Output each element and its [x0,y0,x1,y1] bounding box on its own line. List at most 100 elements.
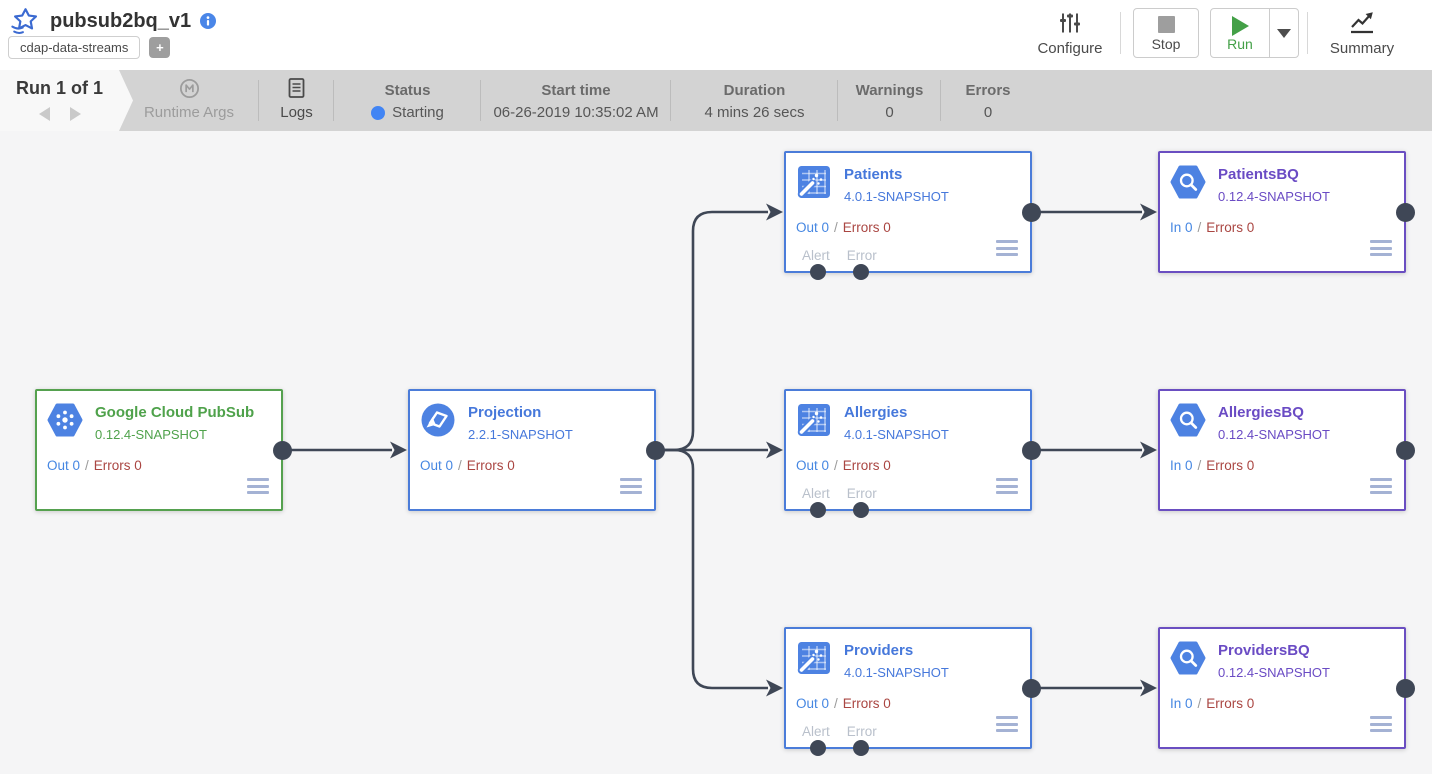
error-port[interactable] [853,502,869,518]
metric-separator: / [834,220,838,235]
runbar-divider [837,80,838,121]
metric-in[interactable]: In 0 [1170,696,1193,711]
port-labels: Alert Error [802,486,877,501]
configure-button[interactable]: Configure [1030,7,1110,59]
node-version: 4.0.1-SNAPSHOT [844,427,949,442]
hamburger-menu-icon[interactable] [620,478,642,494]
run-button-group: Run [1210,8,1299,58]
duration-section: Duration 4 mins 26 secs [672,70,837,131]
metric-errors[interactable]: Errors 0 [466,458,515,473]
brand-row: pubsub2bq_v1 [10,6,217,36]
metric-in[interactable]: In 0 [1170,458,1193,473]
metric-errors[interactable]: Errors 0 [842,220,891,235]
metric-out[interactable]: Out 0 [420,458,454,473]
stop-label: Stop [1151,36,1181,52]
warnings-value: 0 [885,104,894,121]
error-port-label: Error [846,248,877,263]
metric-out[interactable]: Out 0 [796,696,830,711]
runtime-args-button[interactable]: Runtime Args [133,70,245,131]
metric-out[interactable]: Out 0 [47,458,81,473]
metric-separator: / [85,458,89,473]
duration-label: Duration [723,82,786,99]
output-port[interactable] [1396,440,1415,460]
node-providers[interactable]: Providers 4.0.1-SNAPSHOT Out 0 / Errors … [784,627,1041,756]
node-patients[interactable]: Patients 4.0.1-SNAPSHOT Out 0 / Errors 0… [784,151,1041,280]
node-metrics: In 0 / Errors 0 [1170,696,1254,711]
node-allergiesbq[interactable]: AllergiesBQ 0.12.4-SNAPSHOT In 0 / Error… [1158,389,1415,511]
node-version: 0.12.4-SNAPSHOT [1218,665,1330,680]
node-version: 0.12.4-SNAPSHOT [95,427,207,442]
metric-errors[interactable]: Errors 0 [842,458,891,473]
hamburger-menu-icon[interactable] [996,478,1018,494]
error-port-label: Error [846,486,877,501]
metric-out[interactable]: Out 0 [796,458,830,473]
node-projection[interactable]: Projection 2.2.1-SNAPSHOT Out 0 / Errors… [408,389,665,511]
alert-port-label: Alert [802,724,830,739]
error-port-label: Error [846,724,877,739]
start-time-value: 06-26-2019 10:35:02 AM [493,104,659,121]
output-port[interactable] [646,440,665,460]
output-port[interactable] [273,440,292,460]
prev-run-icon[interactable] [38,107,50,121]
metric-out[interactable]: Out 0 [796,220,830,235]
next-run-icon[interactable] [69,107,81,121]
namespace-tag: cdap-data-streams [8,36,141,59]
metric-errors[interactable]: Errors 0 [93,458,142,473]
macro-icon [179,78,199,99]
summary-label: Summary [1329,40,1395,57]
hamburger-menu-icon[interactable] [1370,716,1392,732]
output-port[interactable] [1022,202,1041,222]
node-title: Patients [844,166,903,183]
header-divider [1307,12,1308,54]
node-providersbq[interactable]: ProvidersBQ 0.12.4-SNAPSHOT In 0 / Error… [1158,627,1415,749]
metric-errors[interactable]: Errors 0 [1206,696,1255,711]
node-allergies[interactable]: Allergies 4.0.1-SNAPSHOT Out 0 / Errors … [784,389,1041,518]
node-version: 4.0.1-SNAPSHOT [844,665,949,680]
summary-button[interactable]: Summary [1322,7,1402,59]
output-port[interactable] [1022,678,1041,698]
hamburger-menu-icon[interactable] [996,716,1018,732]
output-port[interactable] [1396,678,1415,698]
warnings-label: Warnings [855,82,924,99]
hamburger-menu-icon[interactable] [996,240,1018,256]
metric-errors[interactable]: Errors 0 [1206,220,1255,235]
pipeline-title: pubsub2bq_v1 [50,9,192,32]
error-port[interactable] [853,264,869,280]
metric-separator: / [834,696,838,711]
hamburger-menu-icon[interactable] [1370,478,1392,494]
node-title: Projection [468,404,542,421]
logs-button[interactable]: Logs [260,70,333,131]
pipeline-logo-icon[interactable] [10,6,42,36]
hamburger-menu-icon[interactable] [1370,240,1392,256]
error-port[interactable] [853,740,869,756]
run-dropdown-toggle[interactable] [1269,9,1298,57]
pipeline-canvas[interactable]: Google Cloud PubSub 0.12.4-SNAPSHOT Out … [0,131,1432,774]
node-version: 4.0.1-SNAPSHOT [844,189,949,204]
info-icon[interactable] [200,13,217,29]
hamburger-menu-icon[interactable] [247,478,269,494]
wrangler-icon [796,640,832,676]
alert-port[interactable] [810,740,826,756]
metric-separator: / [1197,458,1202,473]
status-section: Status Starting [335,70,480,131]
metric-in[interactable]: In 0 [1170,220,1193,235]
metric-separator: / [458,458,462,473]
play-icon [1231,16,1249,36]
add-tag-button[interactable]: + [149,37,171,58]
configure-label: Configure [1037,40,1103,57]
output-port[interactable] [1022,440,1041,460]
stop-button[interactable]: Stop [1133,8,1199,58]
alert-port[interactable] [810,264,826,280]
run-button[interactable]: Run [1211,9,1269,57]
node-patientsbq[interactable]: PatientsBQ 0.12.4-SNAPSHOT In 0 / Errors… [1158,151,1415,273]
metric-errors[interactable]: Errors 0 [842,696,891,711]
warnings-section: Warnings 0 [839,70,940,131]
node-google-cloud-pubsub[interactable]: Google Cloud PubSub 0.12.4-SNAPSHOT Out … [35,389,292,511]
alert-port[interactable] [810,502,826,518]
header-divider [1120,12,1121,54]
node-metrics: Out 0 / Errors 0 [796,696,891,711]
line-chart-icon [1351,12,1373,34]
node-metrics: Out 0 / Errors 0 [796,458,891,473]
output-port[interactable] [1396,202,1415,222]
metric-errors[interactable]: Errors 0 [1206,458,1255,473]
